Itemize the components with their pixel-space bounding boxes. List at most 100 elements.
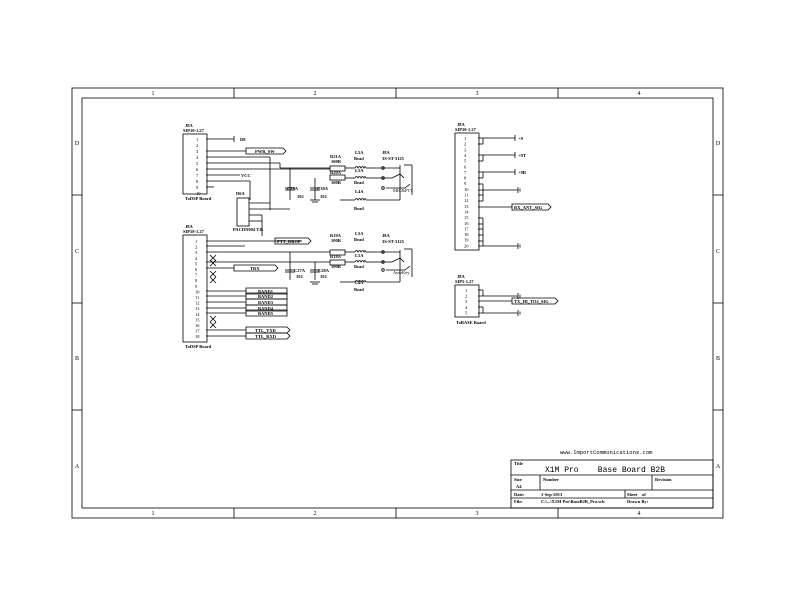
sheet-border — [71, 87, 724, 519]
connector-type: SIP10-1.27 — [183, 128, 205, 133]
connector-j8a-sip20[interactable]: J8A SIP20-1.27 1234567891011121314151617… — [454, 122, 480, 251]
size-value: A4 — [516, 484, 522, 489]
pin-number: 6 — [196, 167, 199, 172]
jack-type: 3S-ST-3125 — [382, 239, 405, 244]
pin-number: 6 — [195, 267, 198, 272]
pin-number: 4 — [465, 305, 468, 310]
website-url: www.ImportCommunications.com — [560, 449, 653, 456]
l5a-2-ref: L5A — [355, 168, 364, 173]
net-band4: BAND4 — [258, 306, 274, 311]
l5a-2-value: Bead — [354, 180, 364, 185]
jack-ref: J8A — [382, 150, 391, 155]
c29a-value: 102 — [297, 194, 305, 199]
pin-number: 2 — [464, 142, 466, 147]
pin-number: 15 — [464, 215, 469, 220]
title-label: Title — [514, 461, 523, 466]
pin-number: 8 — [195, 278, 198, 283]
beads — [354, 166, 367, 284]
net-band1: BAND1 — [258, 289, 274, 294]
pin-number: 16 — [464, 221, 469, 226]
net-rx-ant-sig: RX_ANT_SIG — [514, 205, 543, 210]
pin-number: 4 — [195, 256, 198, 261]
connector-ref: J8A — [457, 274, 466, 279]
l4a-1-value: Bead — [354, 206, 364, 211]
pin-number: 16 — [195, 323, 200, 328]
jack-autokey[interactable]: J8A 3S-ST-3125 AutoKey — [381, 233, 413, 277]
pin-number: 7 — [464, 170, 467, 175]
c28a-ref: C28A — [318, 268, 330, 273]
zone-col-2-bottom: 2 — [314, 511, 317, 517]
net-pwr-sw: PWR_SW — [255, 149, 275, 154]
jack-type: 3S-ST-3125 — [382, 156, 405, 161]
pin-number: 9 — [464, 181, 467, 186]
l4a-1-ref: L4A — [355, 189, 364, 194]
net-d8: D8 — [240, 137, 246, 142]
net-labels — [233, 147, 559, 340]
zone-row-b-left: B — [75, 356, 79, 362]
pin-number: 4 — [464, 153, 467, 158]
zone-row-c-left: C — [75, 249, 79, 255]
sheet-label: Sheet of — [627, 492, 646, 497]
pin-number: 13 — [464, 204, 469, 209]
zone-row-d-left: D — [75, 141, 80, 147]
connector-ref: J8A — [185, 224, 194, 229]
pin-number: 1 — [196, 137, 198, 142]
pin-number: 5 — [464, 159, 467, 164]
l5a-3-ref: L5A — [355, 231, 364, 236]
pin-number: 8 — [464, 176, 467, 181]
pin-number: 3 — [195, 250, 198, 255]
r21a-ref: R21A — [330, 154, 342, 159]
jack-mic-ptt[interactable]: J8A 3S-ST-3125 MIC&PTT — [381, 150, 414, 195]
number-label: Number — [543, 477, 559, 482]
net-band3: BAND3 — [258, 300, 274, 305]
connector-board: ToBASE Board — [456, 320, 486, 325]
connector-j8a-sip18[interactable]: J8A SIP18-1.27 1234567891011121314151617… — [182, 224, 212, 349]
pin-number: 18 — [195, 334, 200, 339]
zone-row-a-right: A — [716, 464, 721, 470]
pin-number: 5 — [195, 261, 198, 266]
pin-number: 8 — [196, 179, 199, 184]
r19a-value: 100R — [331, 238, 342, 243]
connector-board: ToDSP Board — [185, 344, 212, 349]
r18a-value: 100R — [331, 264, 342, 269]
pin-number: 10 — [196, 191, 201, 196]
pin-number: 17 — [464, 226, 469, 231]
zone-col-3-bottom: 3 — [476, 511, 479, 517]
l5a-4-ref: L5A — [355, 253, 364, 258]
pin-number: 5 — [465, 310, 468, 315]
net-ptt-drop: PTT_DROP — [277, 239, 301, 244]
zone-col-2-top: 2 — [314, 91, 317, 97]
net-band2: BAND2 — [258, 294, 274, 299]
zone-col-4-top: 4 — [638, 91, 641, 97]
c27a-ref: C27A — [294, 268, 306, 273]
pin-number: 2 — [196, 143, 198, 148]
l4a-2-ref: L4A — [355, 280, 364, 285]
pin-number: 14 — [195, 312, 200, 317]
pin-number: 17 — [195, 329, 200, 334]
zone-col-1-bottom: 1 — [152, 511, 155, 517]
pin-number: 12 — [195, 301, 200, 306]
jack-label: AutoKey — [393, 270, 410, 275]
l5a-3-value: Bead — [354, 237, 364, 242]
r20a-value: 100R — [331, 180, 342, 185]
pin-number: 2 — [465, 294, 467, 299]
net-ttl-txd: TTL_TXD — [255, 328, 277, 333]
pin-number: 3 — [464, 147, 467, 152]
pin-number: 13 — [195, 306, 200, 311]
pin-number: 15 — [195, 317, 200, 322]
connector-ref: J8A — [457, 122, 466, 127]
zone-row-a-left: A — [75, 464, 80, 470]
pin-number: 19 — [464, 238, 469, 243]
pin-number: 5 — [196, 161, 199, 166]
pin-number: 9 — [196, 185, 199, 190]
r18a-ref: R18A — [330, 254, 342, 259]
connector-board: ToDSP Board — [185, 196, 212, 201]
l5a-1-ref: L5A — [355, 150, 364, 155]
net-plus9: +9 — [518, 136, 524, 141]
c30a-ref: C30A — [317, 186, 329, 191]
zone-col-3-top: 3 — [476, 91, 479, 97]
pin-number: 2 — [195, 245, 197, 250]
